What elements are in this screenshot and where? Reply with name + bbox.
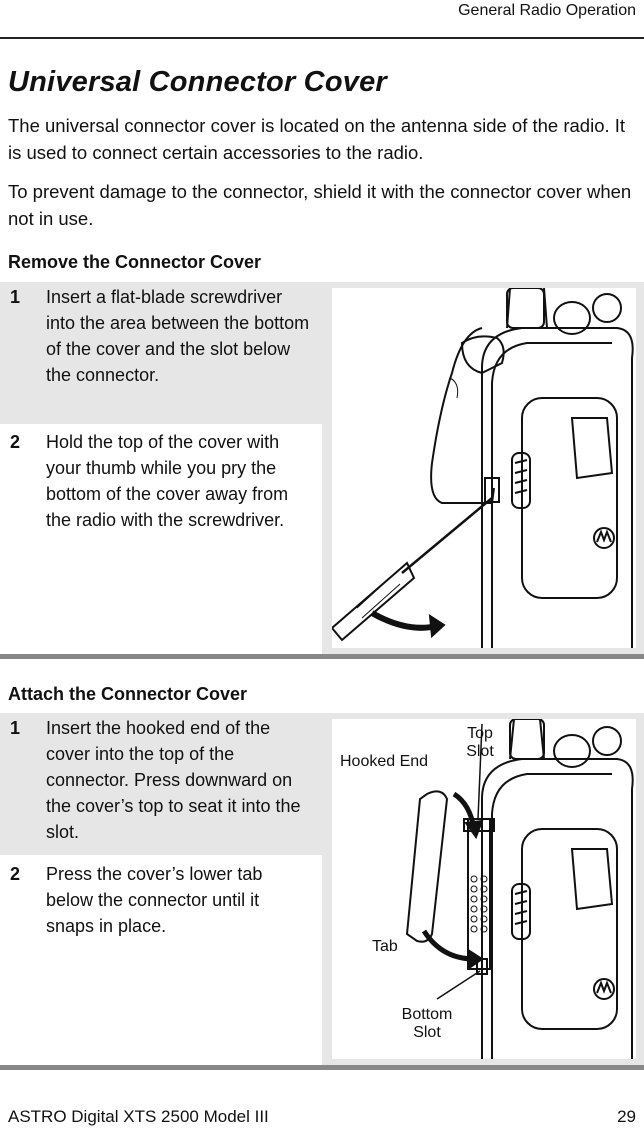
attach-step-1-number: 1 [10,718,21,738]
remove-step-1-text: Insert a flat-blade screwdriver into the… [46,287,310,385]
intro-paragraph-1: The universal connector cover is located… [8,115,626,163]
radio-attach-cover-illustration [405,718,634,1059]
bottom-slot-callout-line1: Bottom [401,1006,453,1023]
attach-heading: Attach the Connector Cover [8,684,248,704]
attach-step-2-number: 2 [10,864,21,884]
attach-step-1-text: Insert the hooked end of the cover into … [46,718,301,842]
header-rule [0,37,644,39]
intro-paragraph-2: To prevent damage to the connector, shie… [8,181,632,229]
tab-callout: Tab [372,938,398,955]
bottom-slot-callout: Bottom Slot [394,1006,460,1042]
remove-heading: Remove the Connector Cover [8,252,262,272]
top-slot-callout: Top Slot [460,725,500,761]
attach-step-2-text: Press the cover’s lower tab below the co… [46,864,263,936]
running-header: General Radio Operation [458,2,636,19]
footer-page-number: 29 [617,1107,636,1126]
top-slot-callout-line2: Slot [466,743,494,760]
attach-section-rule [0,1065,644,1070]
page-title: Universal Connector Cover [8,66,387,98]
remove-illustration [330,287,636,648]
remove-step-1-band [0,282,322,424]
footer-product-name: ASTRO Digital XTS 2500 Model III [8,1107,269,1126]
hooked-end-callout: Hooked End [340,753,429,770]
bottom-slot-callout-line2: Slot [413,1024,441,1041]
radio-remove-cover-illustration [330,287,634,648]
top-slot-callout-line1: Top [467,725,493,742]
attach-illustration: Hooked End Top Slot Tab Bottom Slot [332,718,636,1059]
remove-step-2-text: Hold the top of the cover with your thum… [46,432,289,530]
attach-step-1-band [0,713,322,855]
remove-section-rule [0,654,644,659]
remove-step-2-number: 2 [10,432,21,452]
remove-step-1-number: 1 [10,287,21,307]
